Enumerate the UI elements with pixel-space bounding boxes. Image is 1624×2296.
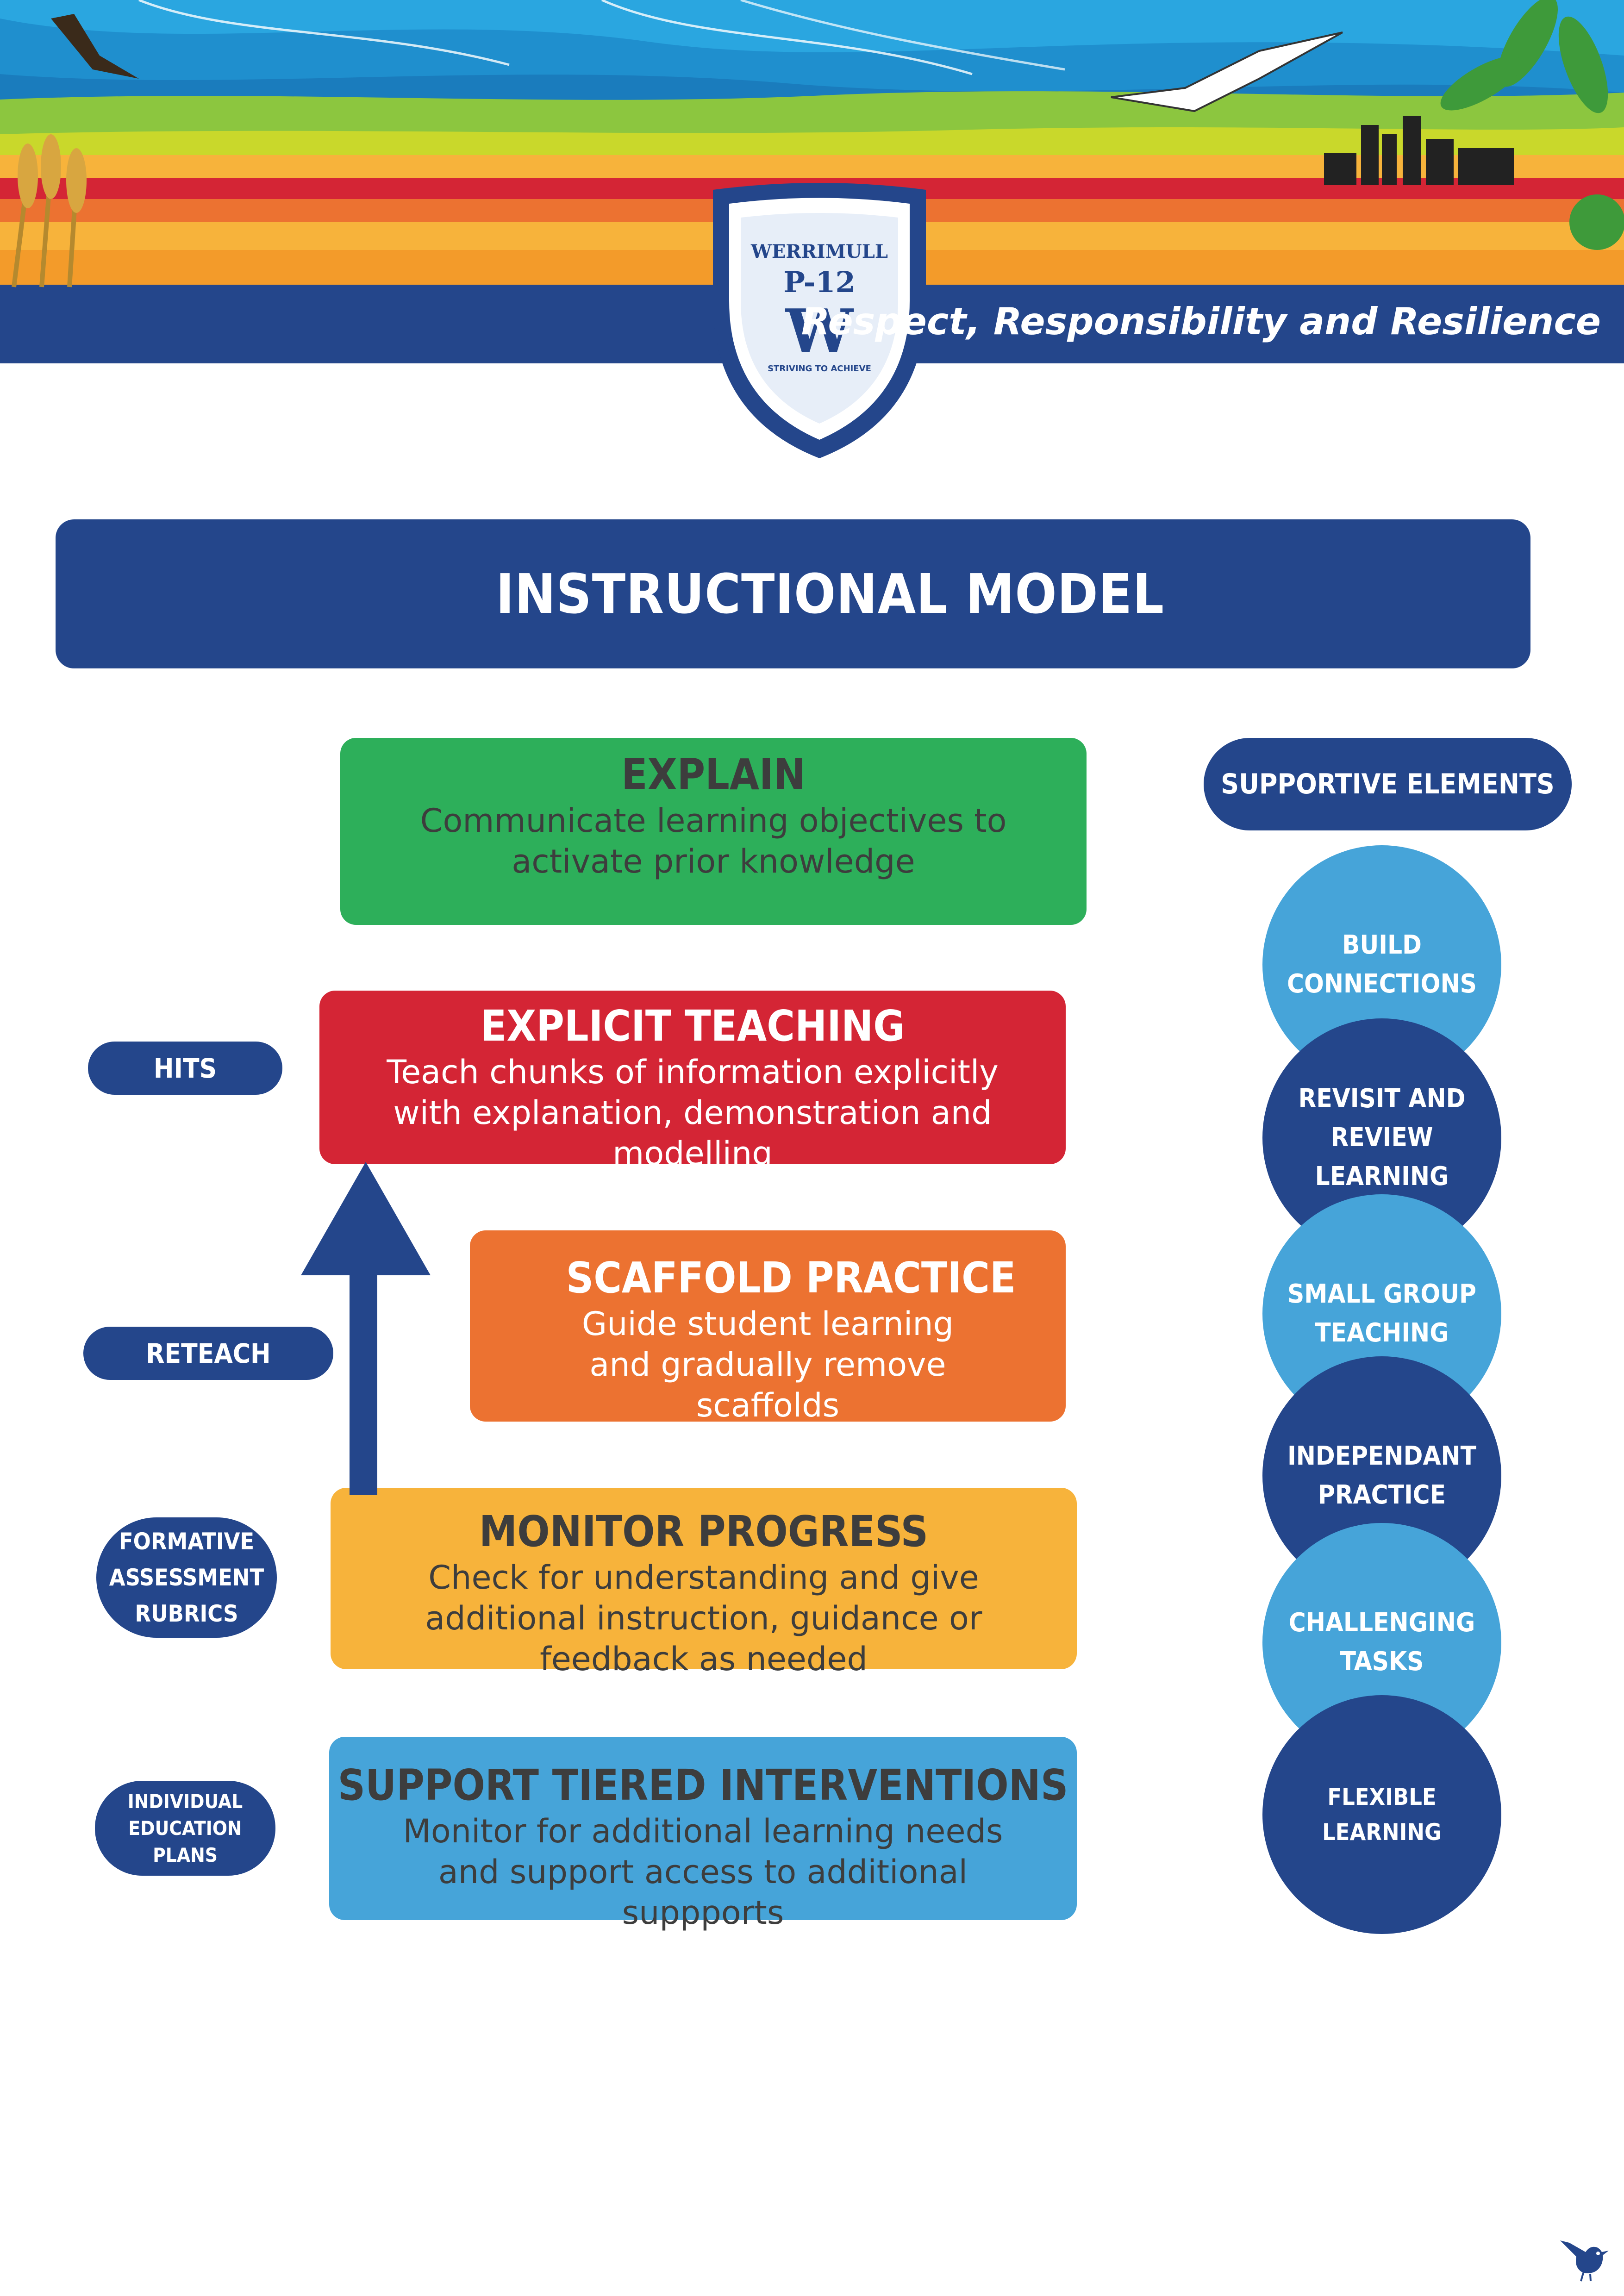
pill-text: HITS [153,1052,217,1084]
supportive-elements-header: SUPPORTIVE ELEMENTS [1204,738,1572,830]
step-description: Teach chunks of information explicitly w… [387,1053,999,1173]
step-description: Monitor for additional learning needs an… [403,1812,1003,1932]
step-explain: EXPLAIN Communicate learning objectives … [340,738,1087,925]
step-heading: EXPLAIN [621,750,806,799]
element-line: TEACHING [1315,1318,1449,1348]
step-description: Check for understanding and give additio… [425,1559,982,1678]
element-line: LEARNING [1322,1819,1442,1846]
element-line: REVISIT AND [1298,1084,1466,1114]
step-scaffold-practice: SCAFFOLD PRACTICE Guide student learning… [470,1230,1066,1424]
element-line: TASKS [1340,1647,1424,1677]
logo-letter: W [786,296,853,367]
element-line: REVIEW [1330,1123,1433,1153]
pill-line: PLANS [153,1843,218,1866]
logo-school-name: WERRIMULL [750,241,888,262]
element-line: SMALL GROUP [1287,1279,1476,1309]
pill-line: EDUCATION [128,1816,242,1840]
step-description: Communicate learning objectives to activ… [420,802,1007,880]
pill-line: ASSESSMENT [109,1564,264,1591]
pill-line: RUBRICS [135,1600,238,1627]
page-title: INSTRUCTIONAL MODEL [496,562,1164,626]
bird-icon [1560,2240,1609,2282]
supportive-header-text: SUPPORTIVE ELEMENTS [1221,768,1555,800]
element-line: CONNECTIONS [1287,969,1477,999]
element-line: CHALLENGING [1288,1608,1475,1638]
school-logo: WERRIMULL P-12 W STRIVING TO ACHIEVE [741,218,898,421]
reteach-label: RETEACH [83,1327,333,1380]
pill-line: INDIVIDUAL [127,1790,243,1813]
pill-text: RETEACH [146,1337,271,1369]
element-line: LEARNING [1315,1161,1449,1192]
logo-grades: P-12 [783,265,856,299]
step-heading: SUPPORT TIERED INTERVENTIONS [337,1760,1068,1810]
hits-label: HITS [88,1042,282,1095]
step-monitor-progress: MONITOR PROGRESS Check for understanding… [331,1488,1077,1678]
up-arrow-icon [301,1162,431,1495]
pill-line: FORMATIVE [119,1528,255,1555]
formative-assessment-label: FORMATIVE ASSESSMENT RUBRICS [96,1517,277,1638]
title-bar: INSTRUCTIONAL MODEL [56,519,1530,668]
element-line: PRACTICE [1318,1480,1446,1510]
school-tagline: Respect, Responsibility and Resilience [801,300,1601,343]
logo-motto: STRIVING TO ACHIEVE [768,364,871,374]
element-flexible-learning: FLEXIBLE LEARNING [1262,1695,1501,1934]
element-line: INDEPENDANT [1287,1441,1477,1471]
step-explicit-teaching: EXPLICIT TEACHING Teach chunks of inform… [319,991,1066,1173]
step-heading: SCAFFOLD PRACTICE [566,1253,1016,1303]
element-line: BUILD [1342,930,1422,960]
individual-education-plans-label: INDIVIDUAL EDUCATION PLANS [95,1781,275,1876]
element-line: FLEXIBLE [1327,1784,1437,1810]
header-banner [0,0,1624,458]
step-heading: MONITOR PROGRESS [479,1507,929,1556]
step-description: Guide student learning and gradually rem… [581,1305,954,1424]
step-support-tiered-interventions: SUPPORT TIERED INTERVENTIONS Monitor for… [329,1737,1077,1932]
step-heading: EXPLICIT TEACHING [480,1001,905,1051]
